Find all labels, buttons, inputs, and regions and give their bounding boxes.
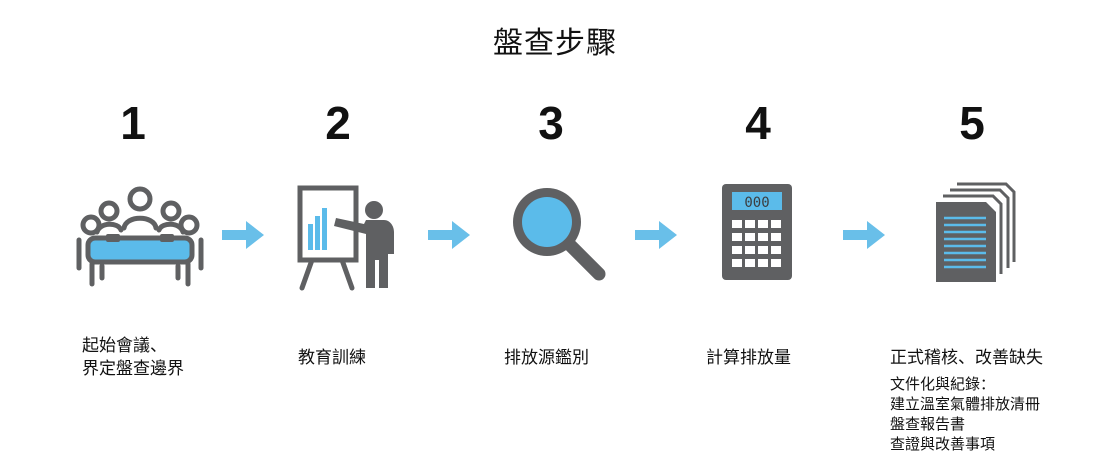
page-title: 盤查步驟 <box>493 26 617 61</box>
step-4-label: 計算排放量 <box>706 348 791 368</box>
meeting-icon <box>76 186 204 287</box>
step-5-detail-1: 文件化與紀錄： <box>890 375 996 393</box>
step-2-number: 2 <box>325 97 351 149</box>
step-5-detail-4: 查證與改善事項 <box>890 435 996 453</box>
step-3-number: 3 <box>538 97 564 149</box>
step-1-label: 起始會議、 界定盤查邊界 <box>82 335 184 381</box>
step-1-label-line-2: 界定盤查邊界 <box>82 359 184 379</box>
step-1-number: 1 <box>120 97 146 149</box>
step-5-details: 文件化與紀錄： 建立溫室氣體排放清冊 盤查報告書 查證與改善事項 <box>890 374 1040 454</box>
step-5-detail-2: 建立溫室氣體排放清冊 <box>890 395 1041 413</box>
step-4-number: 4 <box>745 97 771 149</box>
arrow-4-icon <box>843 221 885 249</box>
step-5-number: 5 <box>959 97 985 149</box>
calculator-display: 000 <box>744 195 769 211</box>
presentation-icon <box>297 185 394 291</box>
step-3-label: 排放源鑑別 <box>504 348 589 368</box>
calculator-icon: 000 <box>722 184 792 280</box>
arrow-3-icon <box>635 221 677 249</box>
step-2-label: 教育訓練 <box>298 348 366 368</box>
documents-icon <box>936 182 1016 282</box>
arrow-1-icon <box>222 221 264 249</box>
arrow-2-icon <box>428 221 470 249</box>
step-1-label-line-1: 起始會議、 <box>82 336 167 356</box>
step-5-detail-3: 盤查報告書 <box>890 415 966 433</box>
magnifier-icon <box>513 188 606 281</box>
step-5-label: 正式稽核、改善缺失 <box>890 348 1043 368</box>
